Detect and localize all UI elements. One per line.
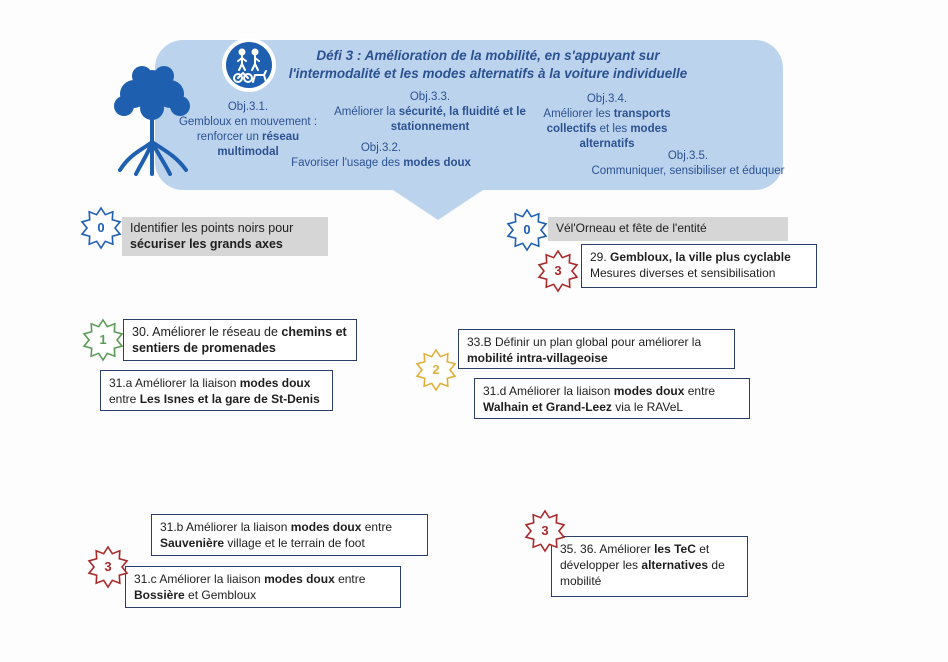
star-burst-icon (82, 318, 124, 362)
star-burst-icon (524, 509, 566, 553)
action-points-noirs: Identifier les points noirs pour sécuris… (122, 217, 328, 256)
priority-star-3-a29: 3 (536, 249, 580, 293)
challenge-title-line2: l'intermodalité et les modes alternatifs… (288, 66, 688, 81)
action-29: 29. Gembloux, la ville plus cyclable Mes… (581, 244, 817, 288)
objective-3-2: Obj.3.2. Favoriser l'usage des modes dou… (291, 142, 471, 169)
priority-star-0-left: 0 (79, 206, 123, 250)
priority-star-3-a31c: 3 (86, 545, 130, 589)
challenge-title: Défi 3 : Amélioration de la mobilité, en… (228, 47, 748, 83)
star-burst-icon (537, 249, 579, 293)
priority-star-0-right: 0 (505, 208, 549, 252)
star-burst-icon (506, 208, 548, 252)
priority-star-1: 1 (81, 318, 125, 362)
objective-3-4: Obj.3.4. Améliorer les transports collec… (543, 93, 671, 150)
star-burst-icon (80, 206, 122, 250)
down-arrow (390, 188, 486, 220)
objective-3-1: Obj.3.1. Gembloux en mouvement : renforc… (178, 101, 318, 158)
pedestrian-cyclist-horse-sign-icon (226, 42, 272, 88)
star-burst-icon (87, 545, 129, 589)
priority-star-3-a35: 3 (523, 509, 567, 553)
action-30: 30. Améliorer le réseau de chemins et se… (123, 319, 357, 361)
action-31a: 31.a Améliorer la liaison modes doux ent… (100, 370, 333, 411)
action-33b: 33.B Définir un plan global pour amélior… (458, 329, 735, 369)
tree-icon (114, 66, 190, 176)
action-31c: 31.c Améliorer la liaison modes doux ent… (125, 566, 401, 608)
action-31b: 31.b Améliorer la liaison modes doux ent… (151, 514, 428, 556)
priority-star-2: 2 (414, 348, 458, 392)
objective-3-3: Obj.3.3. Améliorer la sécurité, la fluid… (334, 91, 526, 133)
action-35-36: 35. 36. Améliorer les TeC et développer … (551, 536, 748, 597)
challenge-title-line1: Défi 3 : Amélioration de la mobilité, en… (316, 48, 660, 63)
objective-3-5: Obj.3.5. Communiquer, sensibiliser et éd… (591, 150, 785, 177)
star-burst-icon (415, 348, 457, 392)
action-velorneau: Vél'Orneau et fête de l'entité (548, 217, 788, 241)
action-31d: 31.d Améliorer la liaison modes doux ent… (474, 378, 750, 419)
